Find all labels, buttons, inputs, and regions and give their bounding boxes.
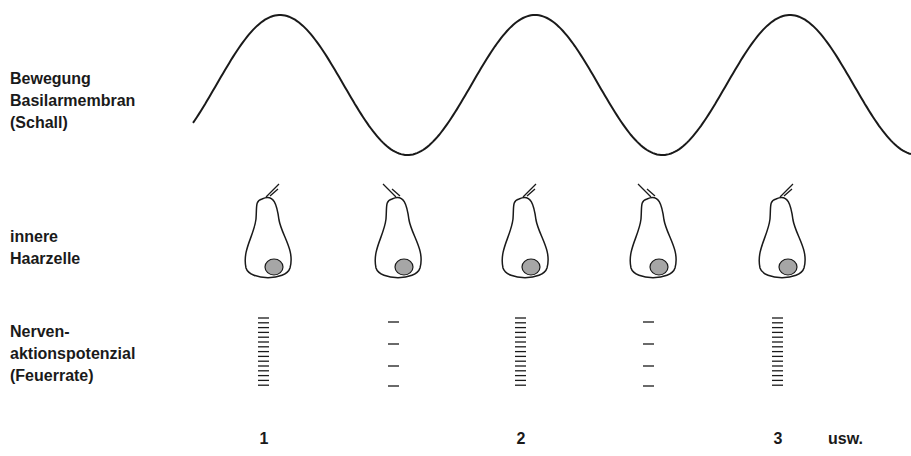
continuation-note: usw. [828,428,863,450]
spike-dash [515,351,526,352]
spike-dash [515,361,526,362]
spike-dash [772,361,783,362]
inner-hair-cell [759,184,805,278]
spike-dash [258,361,269,362]
spike-dash [515,370,526,371]
spike-dash [643,321,654,322]
cell-body [502,197,548,277]
stereocilia [266,184,279,197]
spike-dash [772,385,783,386]
spike-dash [643,365,654,366]
cell-nucleus [522,259,540,275]
row-label: Bewegung Basilarmembran (Schall) [10,68,160,134]
cell-nucleus [395,259,413,275]
spike-marks [258,318,783,386]
spike-dash [772,327,783,328]
spike-dash [258,332,269,333]
spike-dash [772,365,783,366]
callout-number: 3 [774,428,783,450]
cell-body [375,197,421,277]
spike-dash [515,365,526,366]
spike-dash [515,346,526,347]
callout-number: 1 [260,428,269,450]
spike-dash [515,327,526,328]
spike-dash [258,380,269,381]
spike-dash [388,385,399,386]
spike-dash [515,380,526,381]
spike-dash [772,322,783,323]
spike-dash [258,365,269,366]
spike-dash [643,343,654,344]
spike-dash [258,317,269,318]
spike-dash [515,356,526,357]
stereocilia [383,184,400,197]
stereocilia [780,184,793,197]
spike-dash [388,365,399,366]
inner-hair-cell [245,184,291,278]
hair-cells [245,184,805,278]
cell-body [630,197,676,277]
spike-dash [258,346,269,347]
spike-dash [772,356,783,357]
stereocilia [638,184,655,197]
spike-dash [643,385,654,386]
spike-dash [258,385,269,386]
row-label: innere Haarzelle [10,226,105,270]
spike-dash [515,317,526,318]
spike-dash [258,341,269,342]
spike-dash [515,341,526,342]
basilar-wave [193,15,911,155]
spike-dash [258,375,269,376]
spike-dash [772,346,783,347]
spike-dash [772,380,783,381]
row-label: Nerven- aktionspotenzial (Feuerrate) [10,321,160,387]
spike-dash [258,327,269,328]
cell-nucleus [779,259,797,275]
spike-dash [258,337,269,338]
spike-dash [772,341,783,342]
spike-dash [772,375,783,376]
spike-dash [515,337,526,338]
stereocilia [523,184,536,197]
inner-hair-cell [375,184,421,278]
cell-body [759,197,805,277]
spike-dash [772,370,783,371]
inner-hair-cell [502,184,548,278]
cell-body [245,197,291,277]
spike-dash [515,375,526,376]
spike-dash [515,322,526,323]
callout-number: 2 [517,428,526,450]
spike-dash [515,385,526,386]
spike-dash [388,321,399,322]
cell-nucleus [265,259,283,275]
spike-dash [772,337,783,338]
spike-dash [258,351,269,352]
spike-dash [258,322,269,323]
spike-dash [388,343,399,344]
spike-dash [515,332,526,333]
inner-hair-cell [630,184,676,278]
spike-dash [258,370,269,371]
spike-dash [258,356,269,357]
spike-dash [772,332,783,333]
spike-dash [772,351,783,352]
spike-dash [772,317,783,318]
cell-nucleus [650,259,668,275]
